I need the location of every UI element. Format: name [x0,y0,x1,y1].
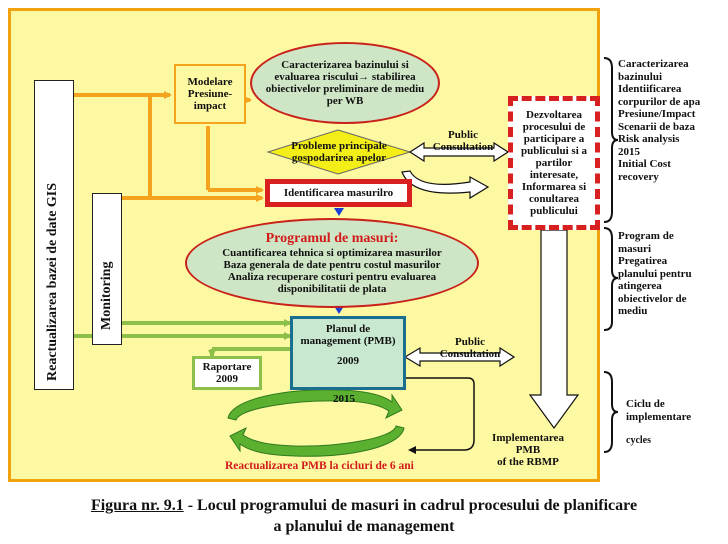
gis-update-label: Reactualizarea bazei de date GIS [45,182,60,381]
modelare-box: Modelare Presiune- impact [174,64,246,124]
pc2-line-2: Consultation [439,348,501,360]
implementarea-label: Implementarea PMB of the RBMP [478,432,578,468]
monitoring-box: Monitoring [92,193,122,345]
caption-line-2: a planului de management [273,518,455,535]
dezv-line-4: publicului si a [520,145,588,157]
identificarea-box: Identificarea masurilro [265,179,412,207]
year-2015: 2015 [333,393,355,405]
planul-year: 2009 [337,355,359,367]
rc1-line-8: 2015 [618,145,640,158]
raportare-line-2: 2009 [216,373,238,385]
rc1-line-9: Initial Cost [618,158,671,170]
planul-line-2: management (PMB) [300,335,396,347]
rc1-line-2: bazinului [618,70,663,83]
public-consultation-1: Public Consultation [418,129,508,153]
orange-flow-lines [74,91,264,202]
probleme-diamond [266,129,412,175]
right-braces [603,57,619,453]
green-flow-lines [74,319,292,358]
programul-line-1: Cuantificarea tehnica si optimizarea mas… [222,247,442,259]
rc2-line-1: Program de [618,230,674,242]
right-column-1: Caracterizarea bazinului Identiificarea … [618,58,726,183]
modelare-line-2: Presiune- [187,88,233,100]
rc3-line-4: cycles [626,435,651,446]
dezv-line-2: procesului de [522,121,586,133]
rc3-line-2: implementare [626,410,692,423]
blue-arrow-2 [334,306,344,314]
double-arrow-2 [403,346,516,368]
modelare-line-1: Modelare [187,76,233,88]
pc1-line-2: Consultation [432,141,494,153]
rc2-line-6: obiectivelor de [618,292,687,305]
dezv-line-6: interesate, [529,169,579,181]
rc2-line-5: atingerea [618,280,662,292]
impl-line-2: PMB [515,444,541,456]
impl-line-1: Implementarea [492,432,564,444]
caption-line-1: Figura nr. 9.1 - Locul programului de ma… [0,495,728,516]
raportare-line-1: Raportare [202,361,252,373]
planul-line-1: Planul de [325,323,371,335]
public-consultation-2: Public Consultation [420,336,520,360]
figure-caption: Figura nr. 9.1 - Locul programului de ma… [0,495,728,537]
pc2-line-1: Public [455,336,485,348]
rc2-line-3: Pregatirea [618,255,668,267]
characterization-ellipse: Caracterizarea bazinului si evaluarea ri… [250,42,440,124]
dezv-line-8: conultarea [529,193,579,205]
top-ellipse-line-1: Caracterizarea bazinului si [281,59,409,71]
rc1-line-3: Identiificarea [618,83,682,95]
big-down-arrow [528,229,580,430]
programul-line-4: disponibilitatii de plata [277,283,387,295]
rc1-line-1: Caracterizarea [618,58,689,70]
raportare-box: Raportare 2009 [192,356,262,390]
programul-line-2: Baza generala de date pentru costul masu… [223,259,441,271]
caption-figure-label: Figura nr. 9.1 [90,497,184,514]
curved-arrow [401,170,490,200]
return-arrow [395,377,475,454]
dezv-line-5: partilor [535,157,573,169]
top-ellipse-line-2: evaluarea riscului→ stabilirea [274,71,416,83]
rc2-line-4: planului pentru [618,267,692,280]
dezv-line-7: Informarea si [521,181,587,193]
planul-box: Planul de management (PMB) 2009 [290,316,406,390]
monitoring-label: Monitoring [99,261,114,330]
programul-line-3: Analiza recuperare costuri pentru evalua… [227,271,437,283]
impl-line-3: of the RBMP [497,456,559,468]
rc1-line-5: Presiune/Impact [618,108,696,120]
rc2-line-2: masuri [618,242,651,255]
caption-line-1-text: - Locul programului de masuri in cadrul … [183,497,638,514]
rc1-line-10: recovery [618,170,659,183]
blue-arrow-1 [334,208,344,216]
pc1-line-1: Public [448,129,478,141]
rc1-line-6: Scenarii de baza [618,120,695,133]
identificarea-label: Identificarea masurilro [283,187,394,199]
rc3-line-3 [626,423,726,435]
right-column-3: Ciclu de implementare cycles [626,398,726,448]
dezv-line-1: Dezvoltarea [526,109,582,121]
programul-ellipse: Programul de masuri: Cuantificarea tehni… [185,218,479,308]
dezv-line-9: publicului [530,205,578,217]
probleme-line-1: Probleme principale [291,140,387,152]
rc3-line-1: Ciclu de [626,398,665,410]
probleme-line-2: gospodarirea apelor [291,152,387,164]
dezv-line-3: participare a [523,133,585,145]
probleme-text: Probleme principale gospodarirea apelor [268,140,410,164]
right-column-2: Program de masuri Pregatirea planului pe… [618,230,726,318]
cycle-arrows [227,389,405,457]
gis-update-box: Reactualizarea bazei de date GIS [34,80,74,390]
dezvoltarea-box: Dezvoltarea procesului de participare a … [508,96,600,230]
rc1-line-7: Risk analysis [618,133,680,145]
top-ellipse-line-3: obiectivelor preliminare de mediu [265,83,425,95]
rc2-line-7: mediu [618,305,648,317]
reactualizarea-label: Reactualizarea PMB la cicluri de 6 ani [225,460,414,472]
top-ellipse-line-4: per WB [326,95,364,107]
programul-title: Programul de masuri: [265,231,399,246]
rc1-line-4: corpurilor de apa [618,95,701,108]
modelare-line-3: impact [193,100,227,112]
